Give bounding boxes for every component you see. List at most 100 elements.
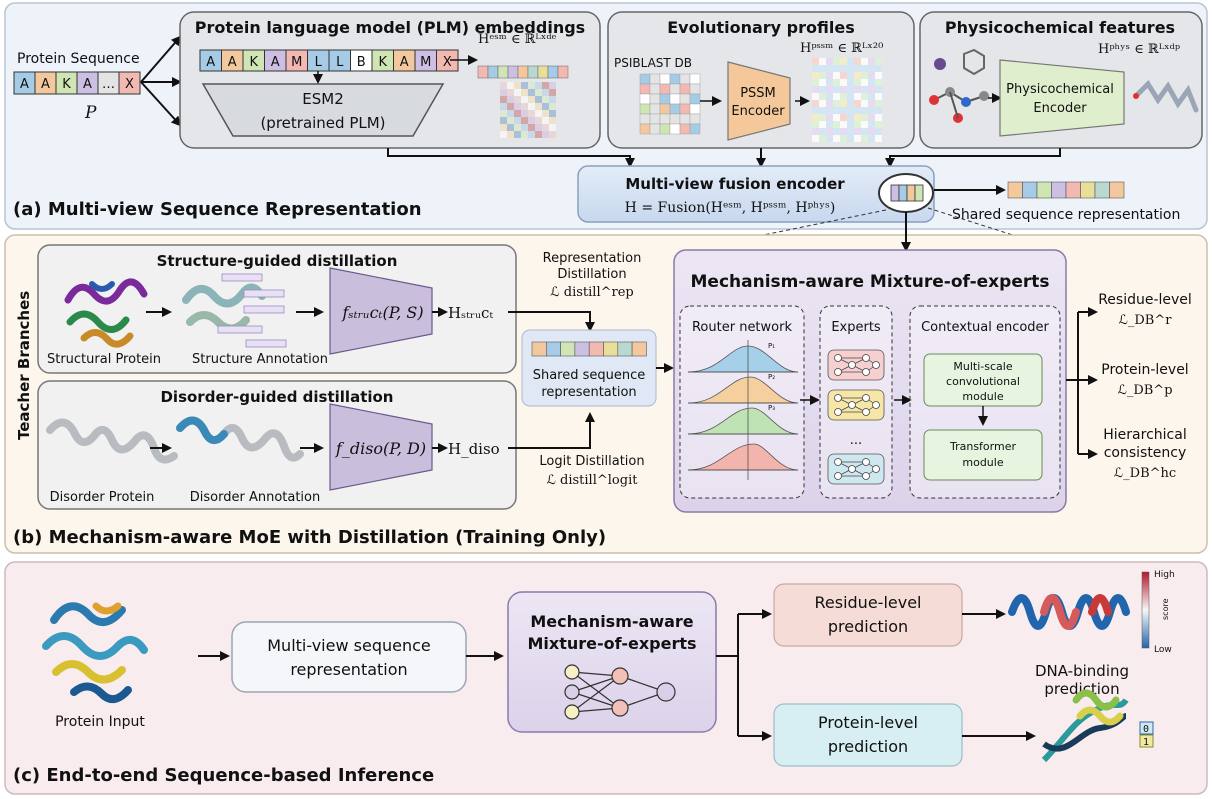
pssm-cell xyxy=(833,100,840,107)
pssm-encoder-line2: Encoder xyxy=(731,104,785,119)
pssm-cell xyxy=(833,65,840,72)
esm-matrix-cell xyxy=(542,89,549,96)
pssm-cell xyxy=(868,86,875,93)
pssm-cell xyxy=(861,107,868,114)
pssm-cell xyxy=(875,100,882,107)
protein-pred-line1: Protein-level xyxy=(818,713,918,732)
esm-matrix-cell xyxy=(549,89,556,96)
expert-node xyxy=(848,465,856,473)
binary-box-0 xyxy=(1139,721,1154,735)
esm-matrix-cell xyxy=(535,110,542,117)
shared-rep-line1: Shared sequence xyxy=(533,368,646,383)
pssm-cell xyxy=(826,79,833,86)
psiblast-cell xyxy=(669,113,681,125)
pssm-cell xyxy=(812,79,819,86)
pssm-cell xyxy=(819,86,826,93)
pssm-cell xyxy=(847,121,854,128)
pssm-cell xyxy=(826,65,833,72)
esm-matrix-cell xyxy=(514,82,521,89)
pssm-cell xyxy=(847,79,854,86)
shared-strip-cell xyxy=(1007,181,1023,199)
pssm-cell xyxy=(861,121,868,128)
esm-matrix-cell xyxy=(514,124,521,131)
panel-c-label: (c) End-to-end Sequence-based Inference xyxy=(13,765,434,786)
esm-matrix-cell xyxy=(549,124,556,131)
lens-cell xyxy=(890,184,900,202)
logit-distill-loss: ℒ distill^logit xyxy=(547,473,639,488)
input-token-cell xyxy=(118,71,141,95)
atom-icon xyxy=(934,58,946,70)
esm-matrix-cell xyxy=(542,110,549,117)
plm-token-text: K xyxy=(378,55,387,70)
esm-strip-cell xyxy=(537,65,549,79)
hier-output-loss: ℒ_DB^hc xyxy=(1114,466,1176,481)
pssm-cell xyxy=(854,93,861,100)
pssm-cell xyxy=(854,114,861,121)
esm-matrix-cell xyxy=(542,96,549,103)
shared-rep-strip xyxy=(531,341,647,357)
plm-token-text: X xyxy=(443,55,452,70)
pssm-cell xyxy=(847,58,854,65)
disorder-annotation-icon xyxy=(176,416,304,462)
esm-matrix-cell xyxy=(521,82,528,89)
expert-node xyxy=(834,394,842,402)
psiblast-cell xyxy=(659,73,671,85)
evolutionary-title: Evolutionary profiles xyxy=(667,18,854,37)
esm-matrix-cell xyxy=(500,96,507,103)
psiblast-cell xyxy=(689,83,701,95)
pssm-cell xyxy=(861,128,868,135)
psiblast-cell xyxy=(669,73,681,85)
esm-matrix-cell xyxy=(542,103,549,110)
pssm-cell xyxy=(868,128,875,135)
input-token-text: K xyxy=(62,77,71,92)
input-token-text: A xyxy=(20,77,29,92)
esm-matrix-cell xyxy=(528,124,535,131)
pssm-cell xyxy=(847,72,854,79)
pssm-cell xyxy=(826,128,833,135)
pssm-cell xyxy=(861,65,868,72)
shared-strip-cell xyxy=(1094,181,1110,199)
disorder-protein-label: Disorder Protein xyxy=(50,490,155,505)
router-distribution-curve xyxy=(687,407,799,435)
pssm-cell xyxy=(868,58,875,65)
lens-cell xyxy=(914,184,924,202)
expert-node xyxy=(862,408,870,416)
expert-node xyxy=(834,368,842,376)
pssm-cell xyxy=(840,79,847,86)
pssm-cell xyxy=(812,135,819,142)
psiblast-cell xyxy=(659,103,671,115)
expert-node xyxy=(848,401,856,409)
pssm-cell xyxy=(819,128,826,135)
esm-matrix-cell xyxy=(542,124,549,131)
shared-strip-cell xyxy=(1022,181,1038,199)
residue-level-output: Residue-level xyxy=(1098,292,1192,308)
esm-matrix-cell xyxy=(535,131,542,138)
protein-input-label: Protein Input xyxy=(55,714,145,730)
pssm-matrix xyxy=(812,58,882,142)
psiblast-cell xyxy=(659,83,671,95)
pssm-cell xyxy=(854,135,861,142)
psiblast-label: PSIBLAST DB xyxy=(614,56,692,70)
expert-node xyxy=(848,361,856,369)
esm-matrix-cell xyxy=(549,82,556,89)
pssm-cell xyxy=(833,93,840,100)
fusion-formula: H = Fusion(Hᵉˢᵐ, Hᵖˢˢᵐ, Hᵖʰʸˢ) xyxy=(625,200,836,216)
pssm-cell xyxy=(840,100,847,107)
pssm-cell xyxy=(826,121,833,128)
pssm-cell xyxy=(861,93,868,100)
psiblast-cell xyxy=(679,73,691,85)
nn-edge xyxy=(571,675,621,713)
pssm-cell xyxy=(847,107,854,114)
transformer-line2: module xyxy=(962,456,1003,469)
hier-output-line1: Hierarchical xyxy=(1103,427,1186,443)
pssm-cell xyxy=(840,135,847,142)
esm-matrix-cell xyxy=(507,89,514,96)
esm-matrix-cell xyxy=(535,103,542,110)
pssm-cell xyxy=(847,100,854,107)
teacher-branches-label: Teacher Branches xyxy=(15,291,33,440)
structural-protein-icon xyxy=(64,278,148,348)
pssm-cell xyxy=(847,128,854,135)
esm-matrix-cell xyxy=(528,82,535,89)
pssm-cell xyxy=(868,93,875,100)
plm-token-text: B xyxy=(357,55,366,70)
